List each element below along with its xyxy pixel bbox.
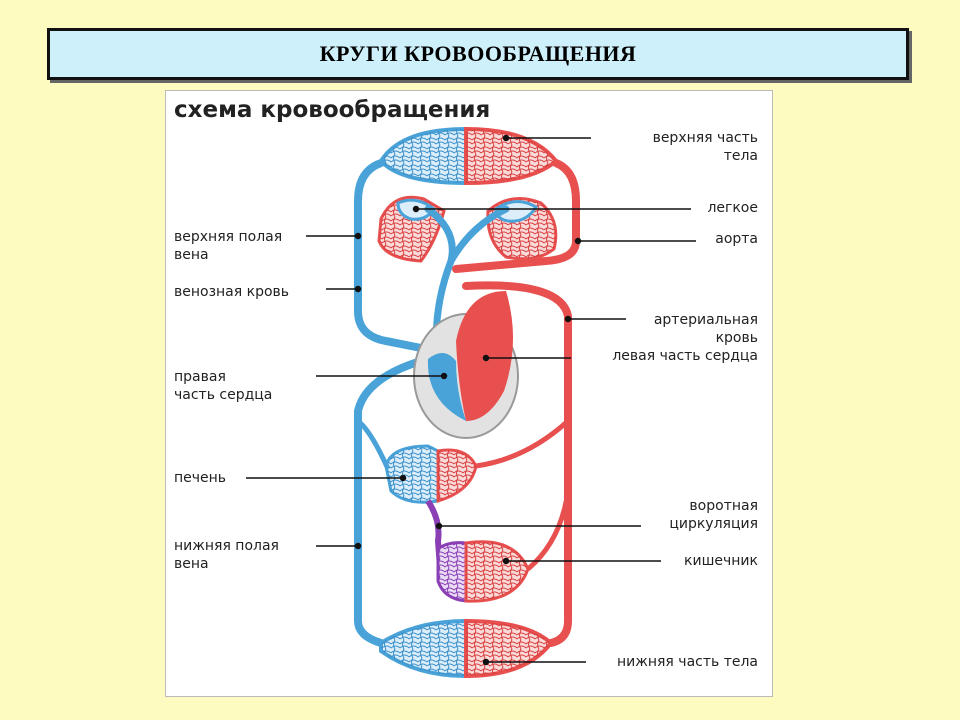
superior-vena-cava (354, 159, 430, 353)
descending-aorta (462, 281, 572, 647)
circulation-diagram: схема кровообращения верхняя часть тела … (165, 90, 773, 697)
inferior-vena-cava (354, 355, 432, 647)
lower-body-capillaries (379, 618, 554, 679)
lungs (377, 195, 558, 385)
label-superior-vena-cava: верхняя полая вена (174, 229, 283, 263)
upper-body-capillaries (378, 126, 559, 186)
circulation-drawing (246, 126, 696, 679)
intestine (436, 490, 571, 603)
label-lung: легкое (707, 200, 758, 216)
label-intestine: кишечник (684, 553, 758, 569)
heart (413, 291, 519, 439)
slide-title: КРУГИ КРОВООБРАЩЕНИЯ (319, 41, 637, 66)
label-portal-circulation: воротная циркуляция (669, 498, 758, 532)
label-liver: печень (174, 470, 227, 486)
label-arterial-blood: артериальная кровь (653, 312, 758, 346)
label-upper-body: верхняя часть тела (652, 130, 758, 164)
leader-lines (246, 134, 696, 666)
slide-title-box: КРУГИ КРОВООБРАЩЕНИЯ (47, 28, 909, 80)
label-right-heart: правая часть сердца (174, 369, 273, 403)
label-venous-blood: венозная кровь (174, 284, 290, 300)
liver (356, 419, 570, 504)
diagram-title: схема кровообращения (174, 97, 491, 123)
label-lower-body: нижняя часть тела (616, 654, 758, 670)
label-aorta: аорта (715, 231, 758, 247)
label-inferior-vena-cava: нижняя полая вена (174, 538, 279, 572)
label-left-heart: левая часть сердца (612, 348, 758, 364)
